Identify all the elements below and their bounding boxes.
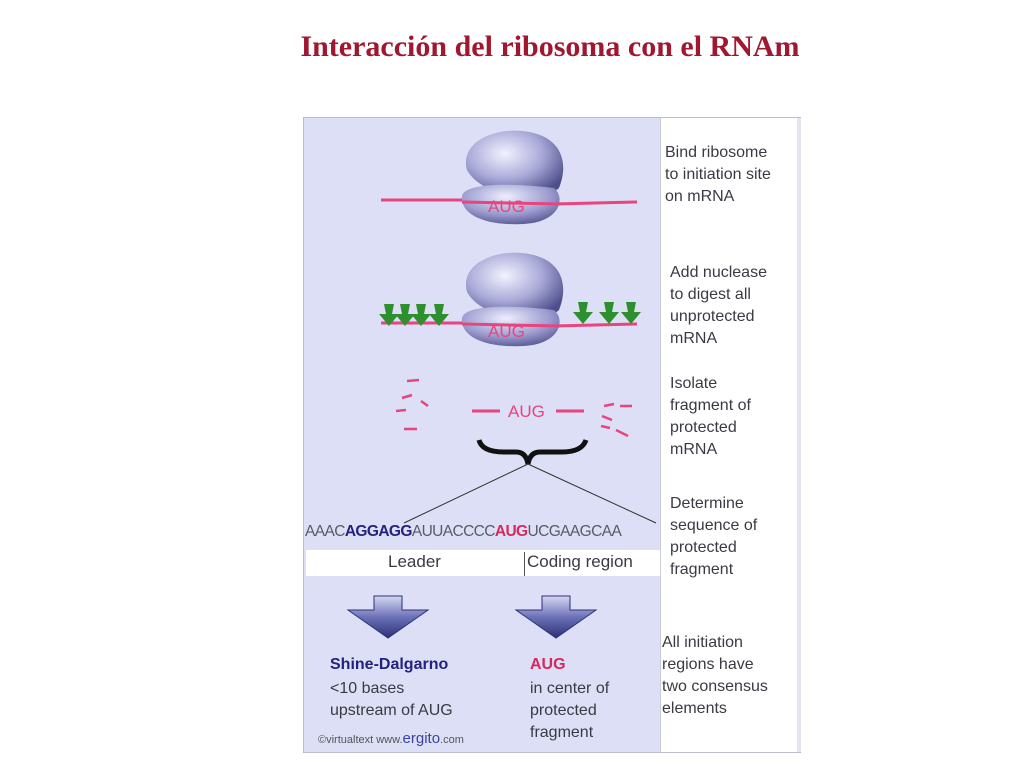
aug-result-description: in center of protected fragment <box>530 678 609 744</box>
credit-suffix: .com <box>440 734 464 746</box>
step-2-text: Add nuclease to digest all unprotected m… <box>670 262 802 350</box>
step-line: Isolate <box>670 375 718 392</box>
mrna-sequence: AAACAGGAGGAUUACCCCAUGUCGAAGCAA <box>305 523 665 541</box>
seq-middle: AUUACCCC <box>411 523 496 540</box>
shine-dalgarno-sequence: AGGAGG <box>344 523 413 540</box>
step-line: two consensus <box>662 678 768 695</box>
diagram-panel <box>304 118 660 752</box>
step-line: Bind ribosome <box>665 144 768 161</box>
step-line: mRNA <box>670 441 718 458</box>
region-divider <box>524 552 525 576</box>
step-line: All initiation <box>662 634 743 651</box>
mrna-strand-center <box>461 200 561 206</box>
step-line: on mRNA <box>665 188 735 205</box>
down-chevron-left-icon <box>346 595 430 639</box>
shine-dalgarno-title: Shine-Dalgarno <box>330 656 449 673</box>
step-line: Determine <box>670 495 744 512</box>
aug-label-2: AUG <box>488 322 525 341</box>
mrna-strand-center <box>461 322 561 328</box>
result-line: fragment <box>530 724 594 741</box>
nuclease-arrow <box>573 302 593 324</box>
ribosome-large-subunit <box>465 252 564 319</box>
step-line: to digest all <box>670 286 751 303</box>
mrna-strand-right <box>553 322 638 328</box>
step-line: to initiation site <box>665 166 771 183</box>
mrna-strand-right <box>553 200 638 206</box>
nuclease-arrow <box>621 302 641 324</box>
seq-prefix: AAAC <box>305 523 345 540</box>
step-line: regions have <box>662 656 754 673</box>
nuclease-arrow <box>599 302 619 324</box>
nuclease-arrow <box>395 304 415 326</box>
nuclease-arrows <box>379 302 641 326</box>
aug-label-3: AUG <box>508 402 545 421</box>
zoom-line-left <box>403 463 529 524</box>
step-3-text: Isolate fragment of protected mRNA <box>670 373 802 461</box>
ribosome-step-1: AUG <box>381 130 638 225</box>
seq-suffix: UCGAAGCAA <box>527 523 622 540</box>
step-line: elements <box>662 700 727 717</box>
fragment-step-3: AUG <box>395 378 657 524</box>
step-line: protected <box>670 539 737 556</box>
aug-result-title: AUG <box>530 656 566 673</box>
step-line: fragment of <box>670 397 751 414</box>
nuclease-arrow <box>411 304 431 326</box>
credit-prefix: ©virtualtext www. <box>318 734 403 746</box>
result-line: in center of <box>530 680 610 697</box>
page-title: Interacción del ribosoma con el RNAm <box>300 30 800 63</box>
ribosome-large-subunit <box>465 130 564 197</box>
steps-panel <box>660 118 801 752</box>
leader-label: Leader <box>388 552 441 571</box>
step-line: sequence of <box>670 517 758 534</box>
credit-brand: ergito <box>402 730 441 747</box>
nuclease-arrow <box>429 304 449 326</box>
aug-label-1: AUG <box>488 197 525 216</box>
step-line: fragment <box>670 561 734 578</box>
nuclease-arrow <box>379 304 399 326</box>
coding-region-label: Coding region <box>527 552 633 571</box>
shine-dalgarno-description: <10 bases upstream of AUG <box>330 678 453 722</box>
credit-line: ©virtualtext www.ergito.com <box>318 730 464 747</box>
step-line: protected <box>670 419 737 436</box>
step-line: unprotected <box>670 308 755 325</box>
fragment-brace <box>476 439 589 465</box>
down-chevron-right-icon <box>514 595 598 639</box>
zoom-line-right <box>527 463 657 524</box>
ribosome-step-2: AUG <box>379 252 641 347</box>
result-line: upstream of AUG <box>330 702 453 719</box>
diagram-drawing: AUG AUG <box>346 130 657 639</box>
region-bar: Leader Coding region <box>306 550 660 576</box>
step-line: mRNA <box>670 330 718 347</box>
result-line: <10 bases <box>330 680 405 697</box>
ribosome-binding-figure: AUG AUG <box>303 117 801 753</box>
step-5-text: All initiation regions have two consensu… <box>662 632 794 720</box>
step-4-text: Determine sequence of protected fragment <box>670 493 802 581</box>
step-1-text: Bind ribosome to initiation site on mRNA <box>665 142 797 208</box>
result-line: protected <box>530 702 597 719</box>
digested-fragments <box>395 378 632 438</box>
step-line: Add nuclease <box>670 264 767 281</box>
start-codon: AUG <box>494 523 528 540</box>
